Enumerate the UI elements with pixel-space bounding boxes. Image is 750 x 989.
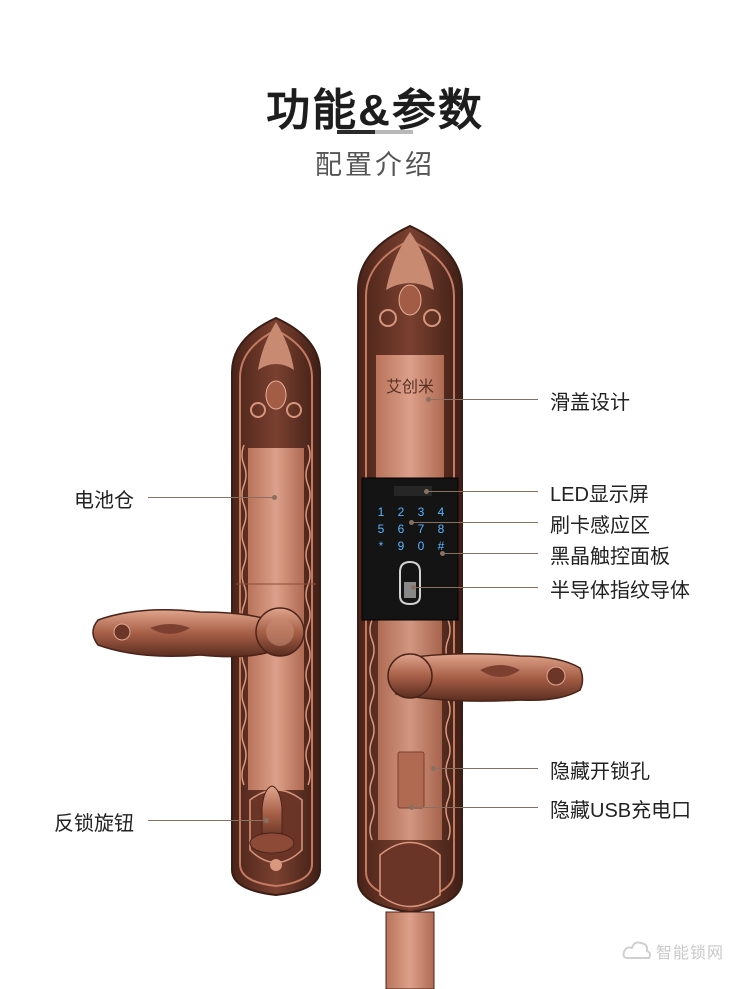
leader-fingerprint (411, 585, 538, 590)
label-led-screen: LED显示屏 (550, 484, 649, 506)
label-card-reader: 刷卡感应区 (550, 515, 650, 537)
watermark: 智能锁网 (620, 930, 740, 972)
label-hidden-usb: 隐藏USB充电口 (550, 800, 692, 822)
leader-battery (148, 495, 277, 500)
keypad-key: 4 (438, 505, 445, 519)
deadbolt-knob (249, 785, 295, 854)
leader-touch-panel (440, 551, 538, 556)
keypad-key: 0 (418, 539, 425, 553)
keypad-key: 2 (398, 505, 405, 519)
label-touch-panel: 黑晶触控面板 (550, 546, 670, 568)
outer-handle (387, 653, 584, 702)
label-fingerprint: 半导体指纹导体 (550, 580, 690, 602)
keypad-key: 8 (438, 522, 445, 536)
page-title: 功能&参数 (266, 86, 484, 135)
watermark-text: 智能锁网 (656, 945, 725, 962)
leader-slide-cover (426, 397, 538, 402)
keypad-key: # (438, 539, 445, 553)
keypad-key: * (379, 539, 384, 553)
page-subtitle: 配置介绍 (315, 150, 435, 180)
keypad-key: 3 (418, 505, 425, 519)
label-battery: 电池仓 (74, 490, 134, 512)
keypad-key: 7 (418, 522, 425, 536)
leader-deadbolt (148, 818, 269, 823)
leader-card-reader (409, 520, 538, 525)
keypad-key: 6 (398, 522, 405, 536)
brand-logo: 艾创米 (386, 378, 434, 396)
cloud-icon (622, 941, 652, 959)
leader-hidden-keyhole (431, 766, 538, 771)
keypad-key: 5 (378, 522, 385, 536)
label-hidden-keyhole: 隐藏开锁孔 (550, 761, 650, 783)
keypad-key: 1 (378, 505, 385, 519)
label-deadbolt-knob: 反锁旋钮 (54, 813, 134, 835)
title-underline (337, 130, 413, 134)
keypad-key: 9 (398, 539, 405, 553)
inner-handle (92, 607, 305, 658)
leader-hidden-usb (409, 805, 538, 810)
leader-led-screen (424, 489, 538, 494)
label-slide-cover: 滑盖设计 (550, 392, 630, 414)
